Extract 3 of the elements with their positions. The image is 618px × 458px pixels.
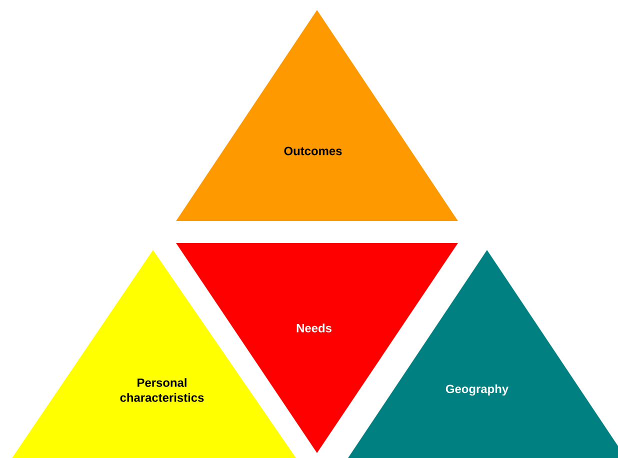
triangle: Outcomes (176, 10, 458, 221)
triangle: Personal characteristics (12, 250, 296, 458)
triangle: Geography (348, 250, 618, 458)
